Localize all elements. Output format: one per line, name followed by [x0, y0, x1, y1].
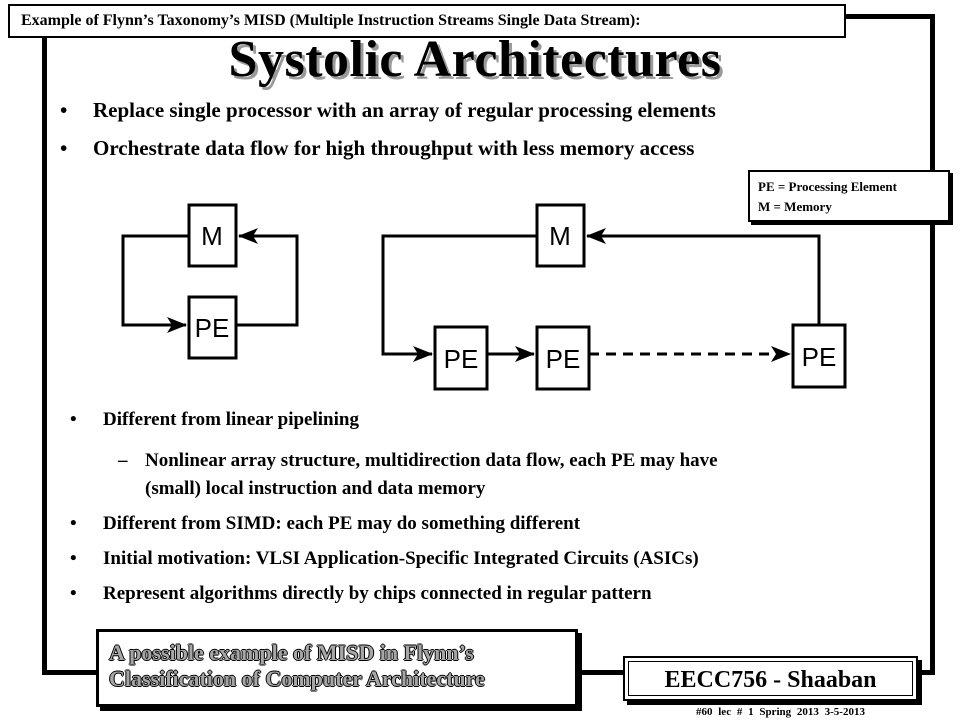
- sub-bullet-text-line1: Nonlinear array structure, multidirectio…: [145, 450, 718, 471]
- sub-bullet-nonlinear: – Nonlinear array structure, multidirect…: [118, 450, 718, 472]
- arrow-last-pe-to-memory: [586, 228, 821, 325]
- bullet-different-simd: • Different from SIMD: each PE may do so…: [70, 513, 581, 535]
- course-label: EECC756 - Shaaban: [628, 661, 913, 696]
- memory-label-systolic: M: [549, 221, 571, 251]
- misd-note-line1: A possible example of MISD in Flynn’s: [109, 640, 474, 665]
- course-label-box: EECC756 - Shaaban: [623, 656, 918, 701]
- pe-label-n: PE: [802, 342, 837, 372]
- sub-bullet-nonlinear-cont: (small) local instruction and data memor…: [145, 478, 485, 500]
- bullet-text: Orchestrate data flow for high throughpu…: [93, 136, 695, 160]
- legend-box: PE = Processing Element M = Memory: [748, 170, 950, 222]
- misd-note-box: A possible example of MISD in Flynn’s Cl…: [96, 629, 578, 707]
- bullet-text: Initial motivation: VLSI Application-Spe…: [103, 548, 699, 569]
- misd-example-label: Example of Flynn’s Taxonomy’s MISD (Mult…: [8, 4, 846, 38]
- bullet-dot: •: [70, 583, 77, 604]
- arrow-pe-to-memory: [236, 228, 299, 327]
- memory-box-single: [187, 203, 238, 268]
- legend-pe: PE = Processing Element: [758, 179, 897, 194]
- slide-footer: #60 lec # 1 Spring 2013 3-5-2013: [696, 706, 865, 718]
- pe-label-2: PE: [546, 344, 581, 374]
- misd-note-line2: Classification of Computer Architecture: [109, 666, 485, 691]
- bullet-dot: •: [70, 513, 77, 534]
- bullet-dot: •: [70, 548, 77, 569]
- bullet-different-pipelining: • Different from linear pipelining: [70, 409, 359, 431]
- bullet-replace-processor: • Replace single processor with an array…: [60, 98, 716, 123]
- bullet-dot: •: [70, 409, 77, 430]
- pe-box-2: [535, 325, 591, 391]
- bullet-orchestrate-data-flow: • Orchestrate data flow for high through…: [60, 136, 695, 161]
- bullet-text: Different from SIMD: each PE may do some…: [103, 513, 581, 534]
- bullet-text: Represent algorithms directly by chips c…: [103, 583, 652, 604]
- legend-m: M = Memory: [758, 199, 832, 214]
- bullet-dot: •: [60, 136, 68, 160]
- bullet-represent-algorithms: • Represent algorithms directly by chips…: [70, 583, 652, 605]
- bullet-initial-motivation: • Initial motivation: VLSI Application-S…: [70, 548, 699, 570]
- pe-label-1: PE: [444, 344, 479, 374]
- pe-box-1: [433, 325, 489, 391]
- pe-box-n: [791, 323, 847, 389]
- arrow-memory-to-first-pe: [381, 234, 537, 362]
- bullet-dot: •: [60, 98, 68, 122]
- bullet-text: Replace single processor with an array o…: [93, 98, 716, 122]
- pe-label-single: PE: [195, 313, 230, 343]
- slide-title: Systolic Architectures: [228, 31, 722, 88]
- pe-box-single: [187, 295, 238, 360]
- memory-label-single: M: [201, 221, 223, 251]
- arrow-memory-to-pe: [121, 234, 189, 333]
- bullet-text: Different from linear pipelining: [103, 409, 359, 430]
- sub-bullet-dash: –: [118, 450, 128, 471]
- sub-bullet-text-line2: (small) local instruction and data memor…: [145, 478, 486, 499]
